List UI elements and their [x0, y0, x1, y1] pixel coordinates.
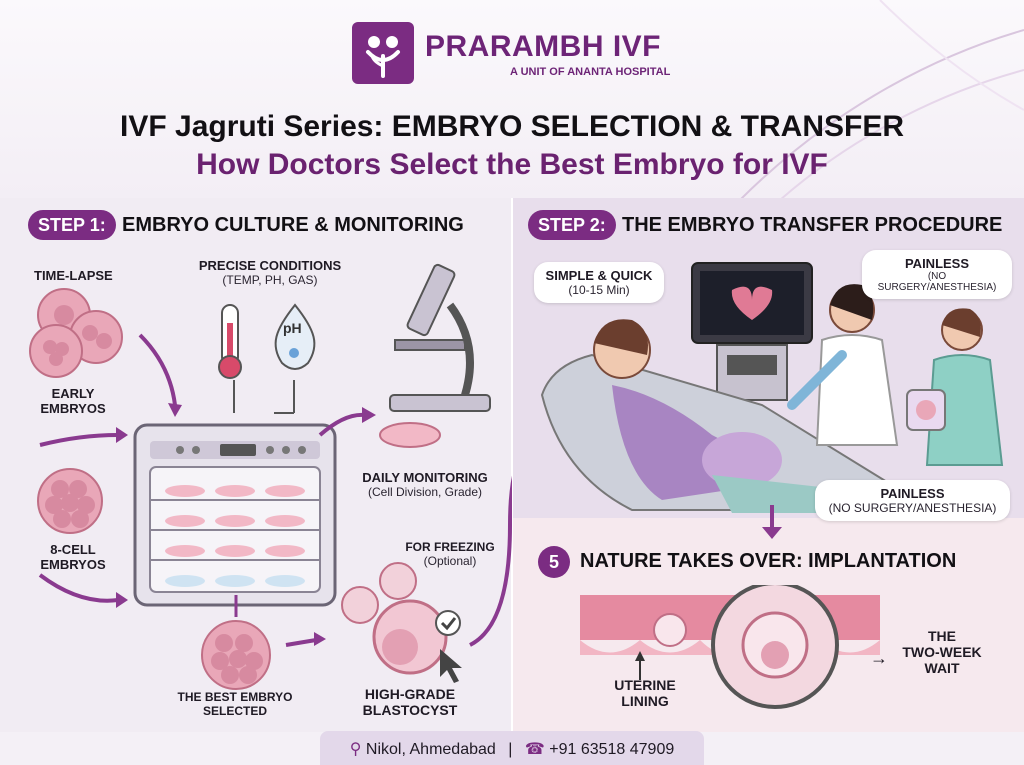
step5-badge: 5 [538, 546, 570, 578]
painless-top-bubble: PAINLESS (NO SURGERY/ANESTHESIA) [862, 250, 1012, 299]
precise-conditions-title: PRECISE CONDITIONS [198, 258, 342, 273]
eight-cell-line1: 8-CELL [50, 542, 96, 557]
brand-subtitle: A UNIT OF ANANTA HOSPITAL [510, 66, 671, 78]
two-week-wait-label: THE TWO-WEEK WAIT [892, 628, 992, 676]
cursor-icon [440, 649, 462, 683]
painless-bottom-bubble: PAINLESS (NO SURGERY/ANESTHESIA) [815, 480, 1010, 521]
simple-quick-bubble: SIMPLE & QUICK (10-15 Min) [534, 262, 664, 303]
precise-conditions-sub: (TEMP, PH, GAS) [222, 273, 318, 287]
header [0, 0, 1024, 198]
implantation-illustration [580, 585, 880, 709]
petri-dish-icon [379, 422, 441, 448]
header-decoration [739, 0, 1024, 200]
simple-quick-title: SIMPLE & QUICK [545, 268, 653, 283]
step2-badge: STEP 2: [528, 210, 616, 240]
early-embryos-label: EARLY EMBRYOS [28, 386, 118, 416]
daily-monitoring-label: DAILY MONITORING (Cell Division, Grade) [340, 470, 510, 499]
painless-bottom-sub: (NO SURGERY/ANESTHESIA) [828, 501, 997, 515]
step2-title: THE EMBRYO TRANSFER PROCEDURE [622, 214, 1003, 236]
daily-monitoring-sub: (Cell Division, Grade) [367, 485, 483, 499]
page-subtitle: How Doctors Select the Best Embryo for I… [196, 148, 828, 181]
painless-top-sub: (NO SURGERY/ANESTHESIA) [877, 271, 997, 293]
phone-icon: ☎ [524, 741, 545, 758]
for-freezing-sub: (Optional) [423, 554, 477, 568]
brand-name: PRARAMBH IVF [425, 30, 661, 63]
high-grade-line2: BLASTOCYST [362, 702, 458, 718]
ultrasound-monitor-icon [691, 262, 813, 401]
for-freezing-label: FOR FREEZING (Optional) [395, 540, 505, 568]
ph-drop-icon: pH [274, 303, 316, 414]
high-grade-line1: HIGH-GRADE [364, 686, 456, 702]
two-week-line2: TWO-WEEK [902, 644, 982, 660]
high-grade-label: HIGH-GRADE BLASTOCYST [345, 686, 475, 718]
early-embryos-image [29, 288, 123, 378]
footer-contact: ⚲ Nikol, Ahmedabad | ☎ +91 63518 47909 [320, 739, 704, 759]
eight-cell-line2: EMBRYOS [40, 557, 106, 572]
painless-bottom-title: PAINLESS [880, 486, 945, 501]
footer-bar [320, 731, 704, 765]
eight-cell-label: 8-CELL EMBRYOS [28, 542, 118, 572]
step5-title: NATURE TAKES OVER: IMPLANTATION [580, 550, 957, 572]
best-embryo-label: THE BEST EMBRYO SELECTED [160, 690, 310, 718]
checkmark-icon [435, 610, 461, 636]
step1-title: EMBRYO CULTURE & MONITORING [122, 214, 464, 236]
simple-quick-sub: (10-15 Min) [568, 283, 630, 297]
best-embryo-line1: THE BEST EMBRYO [177, 690, 293, 704]
eight-cell-embryo-image [37, 468, 103, 534]
thermometer-icon [218, 304, 242, 413]
svg-text:pH: pH [283, 320, 302, 336]
footer-location: Nikol, Ahmedabad [365, 741, 496, 758]
painless-top-title: PAINLESS [904, 256, 970, 271]
footer-separator: | [508, 741, 513, 758]
precise-conditions-label: PRECISE CONDITIONS (TEMP, PH, GAS) [180, 258, 360, 287]
step1-illustration: pH [29, 263, 512, 690]
for-freezing-title: FOR FREEZING [405, 540, 495, 554]
logo-icon [352, 22, 414, 84]
step1-badge: STEP 1: [28, 210, 116, 240]
step5-arrow [762, 505, 782, 539]
two-week-line1: THE [928, 628, 956, 644]
panel-divider [511, 198, 513, 732]
best-embryo-line2: SELECTED [202, 704, 267, 718]
two-week-arrow: → [870, 648, 888, 668]
daily-monitoring-title: DAILY MONITORING [362, 470, 488, 485]
footer-phone[interactable]: +91 63518 47909 [549, 741, 675, 758]
microscope-icon [389, 263, 491, 412]
early-embryos-line2: EMBRYOS [40, 401, 106, 416]
time-lapse-label: TIME-LAPSE [34, 268, 113, 283]
best-embryo-image [201, 620, 271, 690]
early-embryos-line1: EARLY [51, 386, 95, 401]
page-title: IVF Jagruti Series: EMBRYO SELECTION & T… [120, 110, 904, 143]
two-week-line3: WAIT [924, 660, 960, 676]
location-icon: ⚲ [349, 741, 362, 758]
uterine-lining-label: UTERINE LINING [600, 677, 690, 709]
incubator-icon [133, 423, 337, 607]
uterine-lining-line2: LINING [621, 693, 669, 709]
uterine-lining-line1: UTERINE [614, 677, 676, 693]
blastocyst-image [372, 599, 448, 675]
